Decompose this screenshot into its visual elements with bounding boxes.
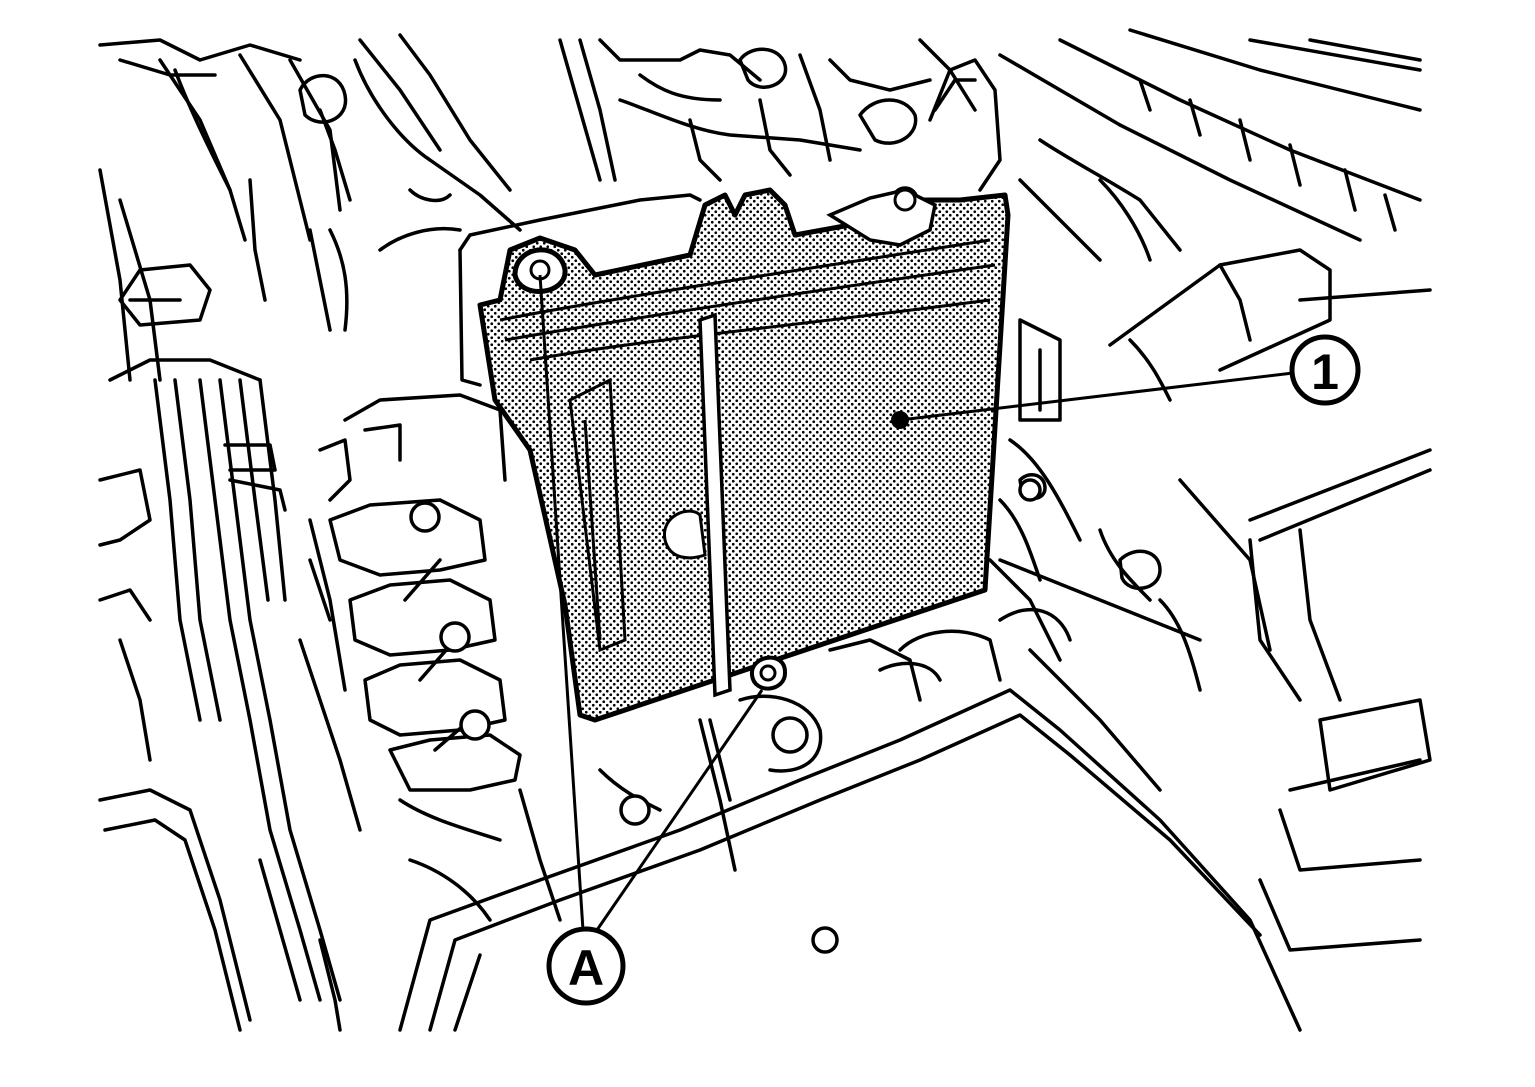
leader-line-1 xyxy=(899,371,1294,422)
leader-line-A-upper xyxy=(538,274,585,931)
bolt-lower xyxy=(750,655,788,691)
callout-A: A xyxy=(538,274,764,1006)
mounting-bolts xyxy=(512,247,788,691)
callout-1: 1 xyxy=(891,334,1361,429)
leader-line-A-lower xyxy=(595,689,764,931)
callout-circle-A xyxy=(546,926,626,1006)
bolt-upper xyxy=(512,247,568,294)
leader-dot-1 xyxy=(891,411,909,429)
callout-circle-1 xyxy=(1289,334,1361,406)
background-linework xyxy=(98,28,1432,1032)
control-module xyxy=(477,187,1011,723)
callout-label-1: 1 xyxy=(1311,344,1339,400)
callout-label-A: A xyxy=(568,940,604,996)
